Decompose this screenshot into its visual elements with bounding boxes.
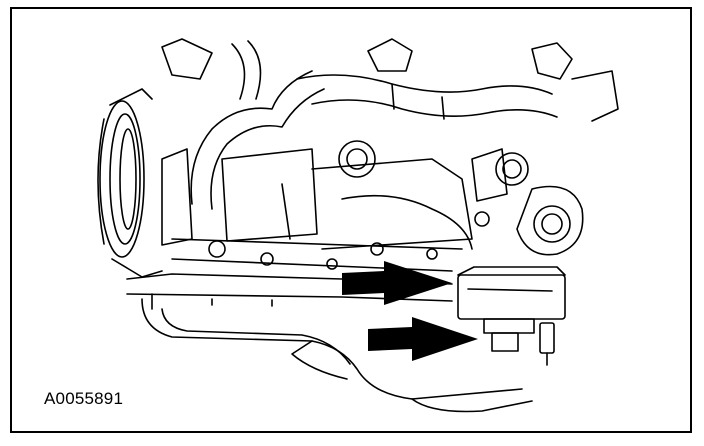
illustration-frame: A0055891 xyxy=(10,7,692,433)
engine-line-drawing xyxy=(97,38,619,413)
figure-id-label: A0055891 xyxy=(44,389,124,408)
indicator-arrows xyxy=(342,261,478,361)
pulley-assembly xyxy=(97,88,163,278)
engine-block xyxy=(161,140,584,272)
lower-arrow xyxy=(368,317,478,361)
oil-filter-adapter xyxy=(457,266,566,366)
upper-arrow xyxy=(342,261,452,305)
oil-pan xyxy=(126,273,533,413)
upper-hoses xyxy=(161,38,619,210)
